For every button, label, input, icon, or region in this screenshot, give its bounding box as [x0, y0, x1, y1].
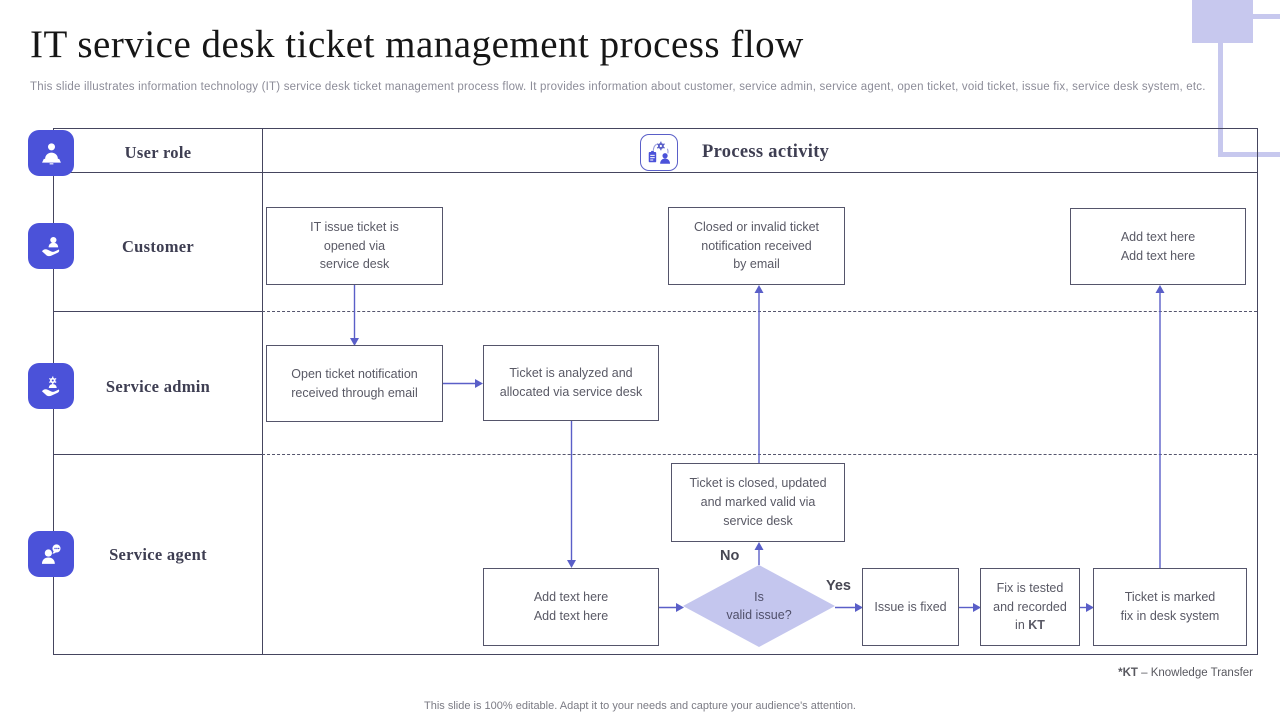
gear-person-clipboard-icon — [648, 141, 671, 164]
table-bottom-border — [53, 654, 1258, 655]
agent-chat-bubble-icon — [28, 531, 74, 577]
node-closed-invalid-notification: Closed or invalid ticket notification re… — [668, 207, 845, 285]
kt-bold: KT — [1028, 618, 1045, 633]
lane-divider-dashed — [262, 311, 1257, 312]
decorative-vertical-line — [1218, 43, 1223, 157]
process-activity-title: Process activity — [702, 141, 830, 162]
node-issue-is-fixed: Issue is fixed — [862, 568, 959, 646]
user-role-header: User role — [124, 143, 192, 162]
decision-yes-label: Yes — [826, 578, 851, 594]
node-fix-tested-recorded-kt: Fix is tested and recorded in KT — [980, 568, 1080, 646]
kt-footnote: *KT – Knowledge Transfer — [1118, 667, 1253, 679]
table-column-divider — [262, 128, 263, 655]
table-right-border — [1257, 128, 1258, 655]
slide-subtitle: This slide illustrates information techn… — [30, 81, 1206, 93]
person-at-desk-icon — [41, 142, 61, 164]
table-top-border — [53, 128, 1258, 129]
decorative-horizontal-line — [1218, 152, 1280, 157]
kt-footnote-bold: *KT — [1118, 667, 1138, 679]
page-title: IT service desk ticket management proces… — [30, 23, 804, 66]
decorative-square — [1192, 0, 1253, 43]
lane-label-service-admin: Service admin — [105, 377, 211, 396]
customer-hand-person-icon — [28, 223, 74, 269]
lane-divider-dashed — [262, 454, 1257, 455]
person-with-speech-bubble-icon — [41, 543, 61, 564]
lane-label-service-agent: Service agent — [109, 545, 207, 564]
process-activity-icon — [640, 133, 678, 171]
node-ticket-marked-fix: Ticket is marked fix in desk system — [1093, 568, 1247, 646]
admin-hand-gear-icon — [28, 363, 74, 409]
node-ticket-closed-marked-valid: Ticket is closed, updated and marked val… — [671, 463, 845, 542]
user-role-icon — [28, 130, 74, 176]
lane-label-customer: Customer — [121, 237, 195, 256]
node-add-text-customer: Add text here Add text here — [1070, 208, 1246, 285]
editable-note: This slide is 100% editable. Adapt it to… — [424, 700, 856, 712]
lane-divider-solid — [53, 454, 262, 455]
node-open-ticket-notification: Open ticket notification received throug… — [266, 345, 443, 422]
node-it-issue-ticket-opened: IT issue ticket is opened via service de… — [266, 207, 443, 285]
arrowheads — [350, 285, 1165, 612]
decorative-horizontal-line — [1252, 14, 1280, 19]
hand-holding-person-icon — [41, 236, 59, 256]
process-activity-header: Process activity — [640, 132, 880, 172]
decision-no-label: No — [720, 548, 740, 564]
node-add-text-agent: Add text here Add text here — [483, 568, 659, 646]
decision-is-valid-issue: Is valid issue? — [683, 565, 835, 647]
lane-divider-solid — [53, 311, 262, 312]
table-header-divider — [53, 172, 1258, 173]
node-ticket-analyzed-allocated: Ticket is analyzed and allocated via ser… — [483, 345, 659, 421]
hand-holding-gear-person-icon — [41, 376, 59, 396]
